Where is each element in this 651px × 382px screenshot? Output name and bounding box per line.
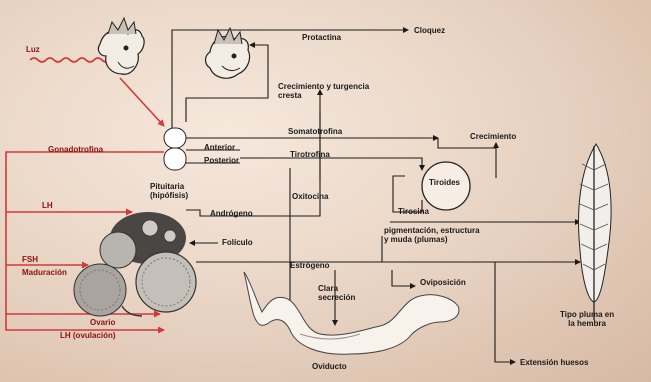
label-lh: LH — [42, 201, 53, 210]
label-tiroides: Tiroides — [429, 178, 460, 187]
feather-icon — [579, 144, 612, 320]
label-oxitocina: Oxitocina — [292, 192, 328, 201]
label-ovario: Ovario — [90, 318, 115, 327]
ovary-icon — [74, 212, 196, 316]
label-estrogeno: Estrógeno — [290, 261, 330, 270]
label-foliculo: Folículo — [222, 238, 253, 247]
label-maduracion: Maduración — [22, 268, 67, 277]
rooster-head-icon — [98, 18, 144, 74]
label-luz: Luz — [26, 45, 40, 54]
label-tipo-pluma: Tipo pluma en la hembra — [560, 310, 614, 328]
label-fsh: FSH — [22, 255, 38, 264]
label-oviducto: Oviducto — [312, 362, 347, 371]
label-prolactina: Protactina — [302, 33, 341, 42]
arrow-tirotrofina — [240, 158, 422, 170]
label-tirotrofina: Tirotrofina — [290, 150, 330, 159]
label-tirosina: Tirosina — [398, 207, 429, 216]
label-extension-huesos: Extensión huesos — [520, 358, 588, 367]
label-somatotrofina: Somatotrofina — [288, 127, 342, 136]
label-androgeno: Andrógeno — [210, 209, 253, 218]
label-gonadotrofina: Gonadotrofina — [48, 145, 103, 154]
label-cloquez: Cloquez — [414, 26, 445, 35]
arrow-oviposicion — [392, 270, 415, 286]
label-oviposicion: Oviposición — [420, 278, 466, 287]
arrow-extension-huesos — [495, 262, 515, 362]
arrow-luz-pituitaria — [120, 78, 164, 126]
label-pigmentacion: pigmentación, estructura y muda (plumas) — [384, 226, 480, 244]
label-pituitaria: Pituitaria (hipófisis) — [150, 182, 188, 200]
label-clara: Clara secreción — [318, 284, 355, 302]
label-crecimiento-cresta: Crecimiento y turgencia cresta — [278, 82, 369, 100]
pituitary-gland-icon — [164, 128, 186, 170]
label-anterior: Anterior — [204, 143, 235, 152]
light-wave — [30, 58, 118, 62]
hormone-arrows — [172, 30, 580, 362]
rooster-head-icon — [206, 28, 250, 78]
label-crecimiento: Crecimiento — [470, 132, 516, 141]
arrow-prolactina — [172, 30, 408, 128]
label-lh-ovulacion: LH (ovulación) — [60, 331, 116, 340]
label-posterior: Posterior — [204, 156, 239, 165]
